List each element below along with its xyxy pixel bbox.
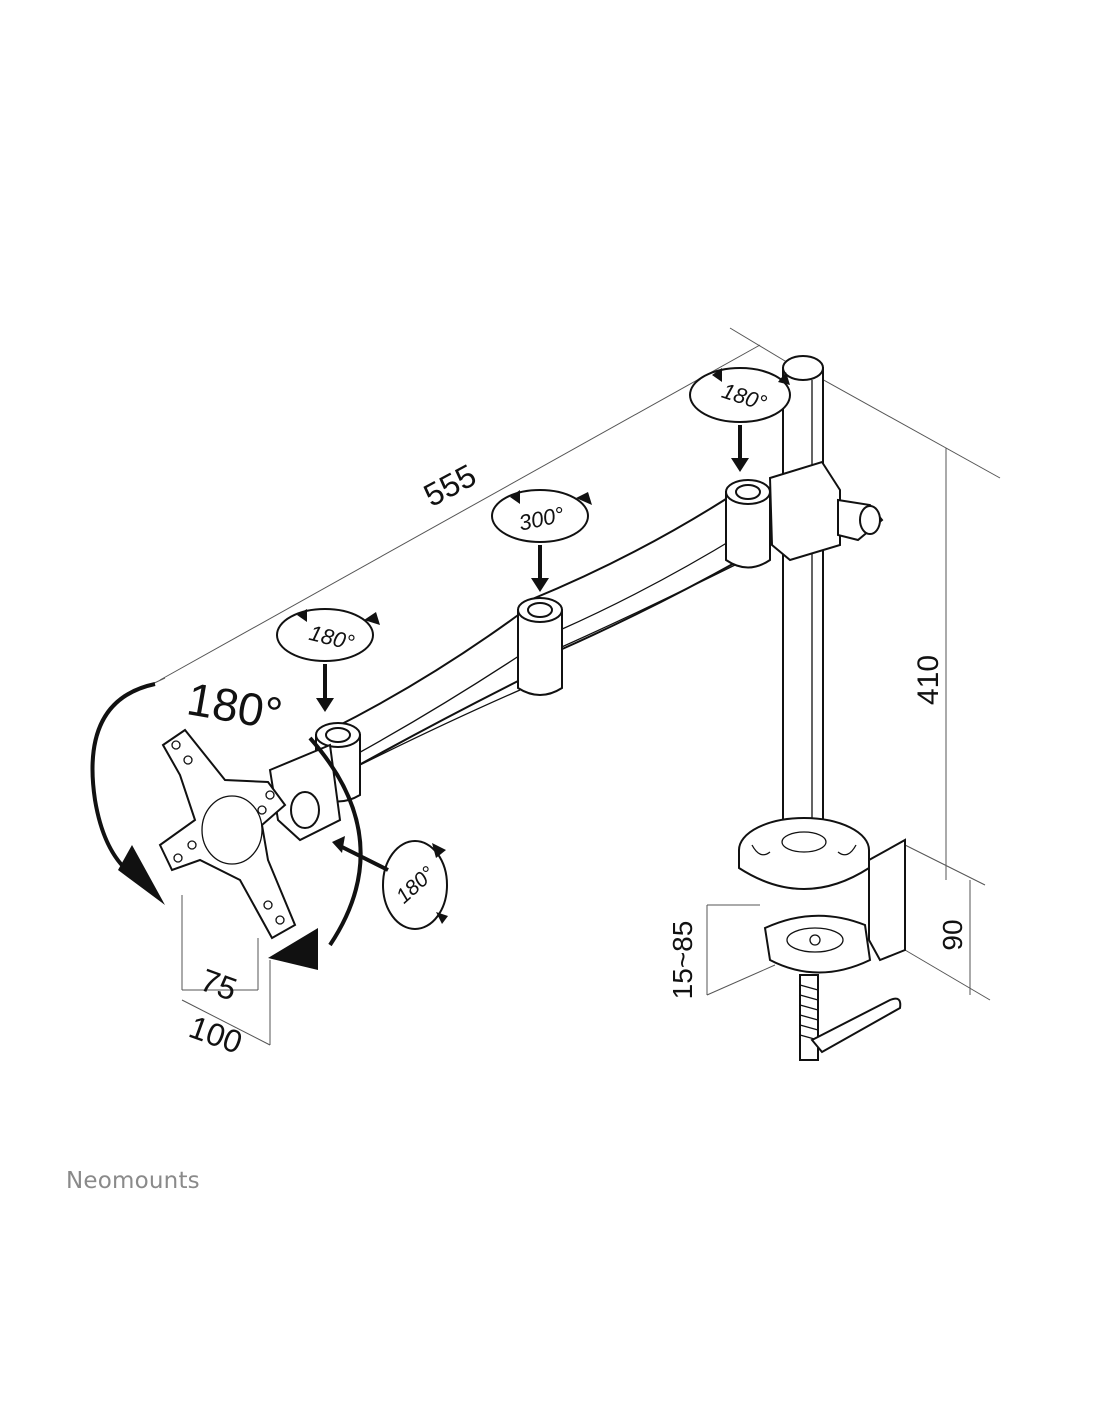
vesa-small-label: 75 <box>196 962 242 1008</box>
clamp-depth-label: 90 <box>937 919 968 950</box>
plate-rotation-arrows <box>90 682 363 970</box>
clamp-range-label: 15~85 <box>667 921 698 1000</box>
vesa-plate <box>158 728 297 940</box>
desk-clamp <box>763 838 906 1061</box>
plate-rotation-label: 180° <box>183 672 286 740</box>
desk-base <box>738 817 870 890</box>
top-joint <box>725 479 771 569</box>
tilt-head <box>268 743 342 842</box>
front-rotation-indicator <box>276 608 380 712</box>
tilt-indicator <box>332 836 448 930</box>
pole <box>782 355 824 844</box>
brand-logo: Neomounts <box>66 1168 200 1194</box>
pole-collar <box>768 460 884 562</box>
middle-joint <box>517 597 563 696</box>
pole-height-label: 410 <box>912 655 945 705</box>
dimension-lines <box>117 327 1001 1046</box>
vesa-large-label: 100 <box>185 1009 247 1061</box>
top-rotation-indicator <box>689 367 791 472</box>
middle-rotation-indicator <box>491 489 592 592</box>
